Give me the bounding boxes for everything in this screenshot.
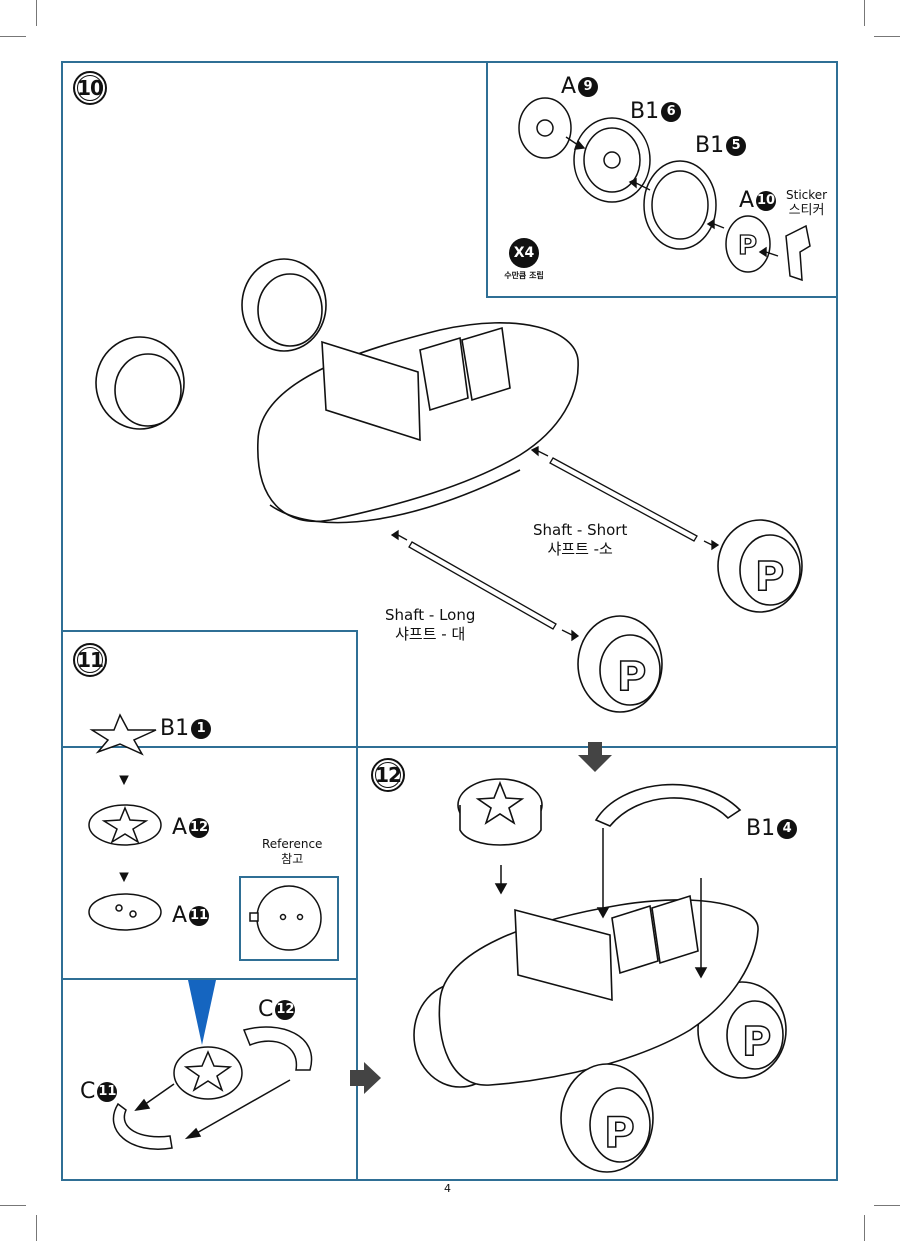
part-letter: B1 — [160, 716, 190, 741]
shaft-short-ko: 샤프트 -소 — [547, 539, 613, 558]
crop-mark — [0, 1205, 26, 1206]
reference-label: Reference 참고 — [262, 837, 322, 867]
crop-mark — [874, 36, 900, 37]
crop-mark — [0, 36, 26, 37]
part-letter: B1 — [746, 816, 776, 841]
part-letter: A — [561, 74, 577, 99]
part-label-b14: B1 4 — [746, 816, 798, 841]
part-number: 12 — [275, 999, 296, 1020]
shaft-short-en: Shaft - Short — [533, 521, 628, 539]
seat — [461, 326, 511, 402]
step-number-11: 11 — [73, 643, 107, 677]
step-number-10: 10 — [73, 71, 107, 105]
repeat-badge: X4 수만큼 조립 — [499, 238, 549, 281]
sticker-label: Sticker 스티커 — [786, 188, 827, 219]
shaft-long-ko: 샤프트 - 대 — [395, 624, 466, 643]
svg-text:P: P — [617, 654, 646, 700]
crop-mark — [864, 1215, 865, 1241]
part-number: 5 — [726, 135, 747, 156]
svg-text:P: P — [742, 1019, 771, 1065]
svg-text:P: P — [738, 231, 757, 261]
roll-bar-part-b14 — [594, 783, 742, 827]
shaft-long-label: Shaft - Long 샤프트 - 대 — [385, 606, 475, 644]
part-label-a11: A 11 — [172, 903, 210, 928]
part-label-a9: A 9 — [561, 74, 599, 99]
seat — [651, 894, 699, 965]
shaft-long-en: Shaft - Long — [385, 606, 476, 624]
part-label-b15: B1 5 — [695, 133, 747, 158]
part-letter: B1 — [695, 133, 725, 158]
part-label-c12: C 12 — [258, 997, 296, 1022]
part-label-a12: A 12 — [172, 815, 210, 840]
part-letter: A — [172, 903, 188, 928]
part-letter: C — [80, 1079, 96, 1104]
step-number-12: 12 — [371, 758, 405, 792]
crop-mark — [864, 0, 865, 26]
part-label-c11: C 11 — [80, 1079, 118, 1104]
reference-en: Reference — [262, 837, 323, 851]
windshield — [321, 340, 421, 442]
cap-part-a10 — [725, 215, 771, 273]
part-number: 12 — [189, 817, 210, 838]
repeat-count: X4 — [509, 238, 539, 268]
blue-arrow-indicator — [188, 980, 216, 1045]
part-number: 4 — [777, 818, 798, 839]
windshield-assembled — [514, 908, 613, 1002]
reference-box — [239, 876, 339, 961]
wheel-assembly-inset — [486, 61, 838, 298]
part-label-b16: B1 6 — [630, 99, 682, 124]
part-label-b11: B1 1 — [160, 716, 212, 741]
part-letter: B1 — [630, 99, 660, 124]
repeat-caption: 수만큼 조립 — [504, 271, 544, 280]
shaft-short — [549, 457, 698, 542]
sticker-shape — [785, 224, 811, 282]
part-number: 11 — [97, 1081, 118, 1102]
disc-part-a11 — [88, 893, 162, 931]
svg-text:P: P — [604, 1108, 635, 1157]
crop-mark — [36, 1215, 37, 1241]
part-number: 6 — [661, 101, 682, 122]
part-letter: A — [172, 815, 188, 840]
shaft-short-label: Shaft - Short 샤프트 -소 — [533, 521, 627, 559]
sticker-label-ko: 스티커 — [788, 203, 825, 218]
bumper-part-c12 — [242, 1026, 313, 1071]
down-arrow-to-step12 — [578, 742, 612, 772]
part-number: 9 — [578, 76, 599, 97]
part-label-a10: A 10 — [739, 188, 777, 213]
seat — [611, 904, 659, 975]
part-letter: A — [739, 188, 755, 213]
seat — [419, 336, 469, 412]
shaft-long — [408, 541, 557, 630]
crop-mark — [874, 1205, 900, 1206]
svg-text:P: P — [755, 554, 784, 600]
part-letter: C — [258, 997, 274, 1022]
bumper-part-c11 — [112, 1102, 173, 1150]
sticker-label-en: Sticker — [786, 188, 828, 202]
crop-mark — [36, 0, 37, 26]
part-number: 11 — [189, 905, 210, 926]
reference-ko: 참고 — [281, 852, 304, 866]
right-arrow-to-step12 — [350, 1062, 381, 1094]
page-number: 4 — [444, 1182, 451, 1195]
part-number: 1 — [191, 718, 212, 739]
part-number: 10 — [756, 190, 777, 211]
star-part-b11 — [89, 713, 157, 756]
